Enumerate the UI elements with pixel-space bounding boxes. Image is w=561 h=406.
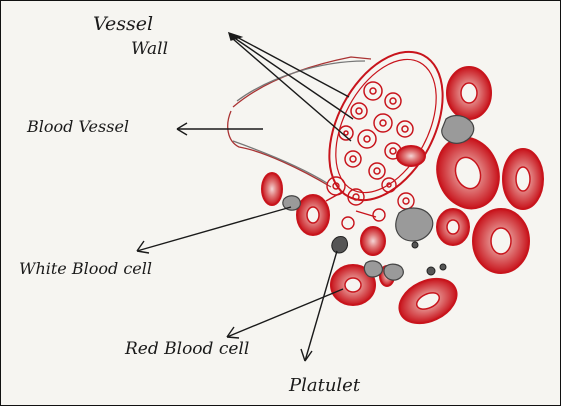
label-red-blood-cell: Red Blood cell [125,341,249,358]
vessel-wall-arrow [233,39,351,141]
label-vessel-wall-line1: Vessel [93,15,153,34]
red-blood-cells [262,67,543,332]
white-blood-cell-arrow [137,207,291,251]
white-blood-cell [364,261,382,277]
platelet-cell [440,264,446,270]
platelet-cell [332,237,348,254]
label-blood-vessel: Blood Vessel [27,119,129,135]
red-blood-cell-arrow [227,289,343,337]
white-blood-cell [384,264,403,280]
white-blood-cell [396,208,433,241]
red-blood-cell [361,227,385,255]
label-vessel-wall-line2: Wall [131,41,168,58]
vessel-wall-arrow [233,35,349,97]
red-blood-cell [397,146,425,166]
vessel-wall-arrow [233,37,353,119]
label-white-blood-cell: White Blood cell [19,261,152,277]
platelet-arrow [305,251,337,361]
white-blood-cell [442,116,474,144]
platelet-cell [427,267,435,275]
red-blood-cell [262,173,282,205]
platelet-cell [412,242,418,248]
label-platelet: Platulet [289,377,360,395]
